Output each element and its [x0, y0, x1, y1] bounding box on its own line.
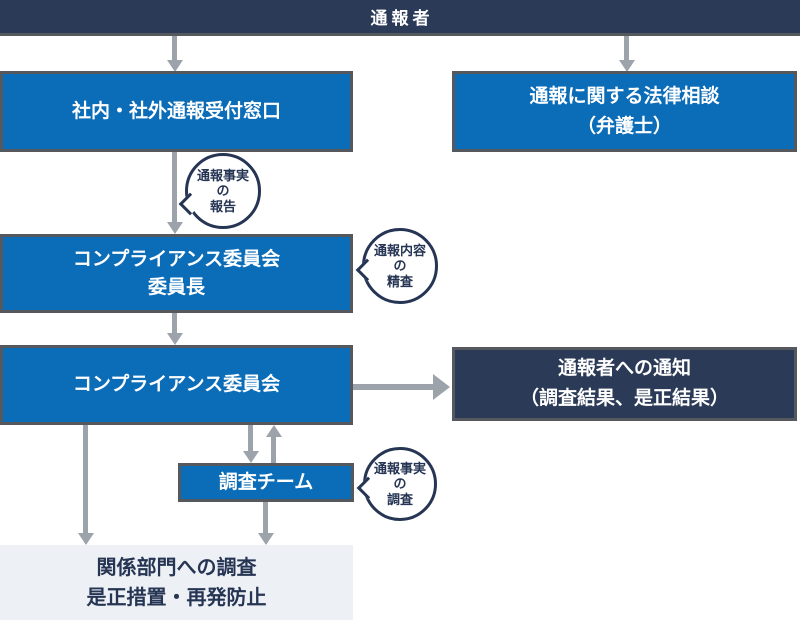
- bubble-review-line1: 通報内容: [373, 243, 426, 258]
- arrow-committee-to-team-head: [243, 451, 259, 463]
- corrective-action-box: 関係部門への調査 是正措置・再発防止: [0, 545, 353, 620]
- legal-line1: 通報に関する法律相談: [529, 85, 720, 107]
- arrow-team-to-committee-head: [266, 425, 282, 437]
- arrow-committee-to-action-shaft: [83, 425, 88, 534]
- investigation-team-label: 調査チーム: [218, 471, 314, 493]
- committee-box: コンプライアンス委員会: [0, 345, 353, 425]
- bubble-report-line1: 通報事実: [196, 168, 249, 183]
- bubble-tail-icon: [356, 476, 380, 500]
- arrow-team-to-action-shaft: [263, 502, 268, 534]
- investigation-team-box: 調査チーム: [178, 463, 354, 502]
- arrow-chair-to-committee-head: [167, 333, 183, 345]
- notify-box: 通報者への通知 （調査結果、是正結果）: [452, 347, 797, 421]
- bubble-tail-icon: [355, 258, 379, 282]
- corrective-action-line1: 関係部門への調査: [96, 556, 257, 579]
- arrow-reception-to-chair-shaft: [172, 152, 177, 222]
- chairman-line2: 委員長: [147, 276, 205, 298]
- arrow-reception-to-chair-head: [167, 222, 183, 234]
- arrow-reporter-to-legal-shaft: [624, 36, 629, 62]
- bubble-review-line2: の: [393, 258, 407, 274]
- bubble-investigate-line2: の: [393, 476, 407, 492]
- arrow-committee-to-notify-shaft: [353, 384, 435, 390]
- reception-box: 社内・社外通報受付窓口: [0, 71, 353, 152]
- reporter-label: 通報者: [370, 9, 434, 28]
- legal-consultation-box: 通報に関する法律相談 （弁護士）: [452, 71, 797, 152]
- arrow-committee-to-action-head: [78, 533, 94, 545]
- arrow-committee-to-notify-head: [433, 374, 450, 400]
- arrow-committee-to-team-shaft: [248, 425, 253, 452]
- chairman-box: コンプライアンス委員会 委員長: [0, 234, 353, 313]
- legal-line2: （弁護士）: [576, 115, 672, 137]
- notify-line1: 通報者への通知: [557, 358, 691, 379]
- corrective-action-line2: 是正措置・再発防止: [86, 586, 267, 609]
- arrow-reporter-to-reception-head: [167, 60, 183, 72]
- bubble-report-of-facts: 通報事実 の 報告: [178, 153, 261, 229]
- arrow-reporter-to-legal-head: [619, 60, 635, 72]
- arrow-chair-to-committee-shaft: [172, 313, 177, 333]
- arrow-team-to-committee-shaft: [271, 436, 276, 463]
- reception-label: 社内・社外通報受付窓口: [71, 100, 281, 122]
- bubble-review-line3: 精査: [386, 273, 413, 289]
- committee-label: コンプライアンス委員会: [72, 374, 281, 395]
- bubble-investigate-line3: 調査: [386, 491, 413, 507]
- bubble-investigate-line1: 通報事実: [373, 461, 426, 476]
- bubble-report-line2: の: [216, 183, 230, 199]
- arrow-team-to-action-head: [258, 533, 274, 545]
- arrow-reporter-to-reception-shaft: [172, 36, 177, 62]
- bubble-review-of-contents: 通報内容 の 精査: [355, 228, 438, 304]
- reporter-bar: 通報者: [0, 0, 800, 36]
- chairman-line1: コンプライアンス委員会: [72, 248, 281, 270]
- bubble-tail-icon: [178, 192, 202, 216]
- notify-line2: （調査結果、是正結果）: [519, 388, 729, 409]
- bubble-report-line3: 報告: [209, 198, 236, 214]
- bubble-investigation-of-facts: 通報事実 の 調査: [356, 447, 437, 521]
